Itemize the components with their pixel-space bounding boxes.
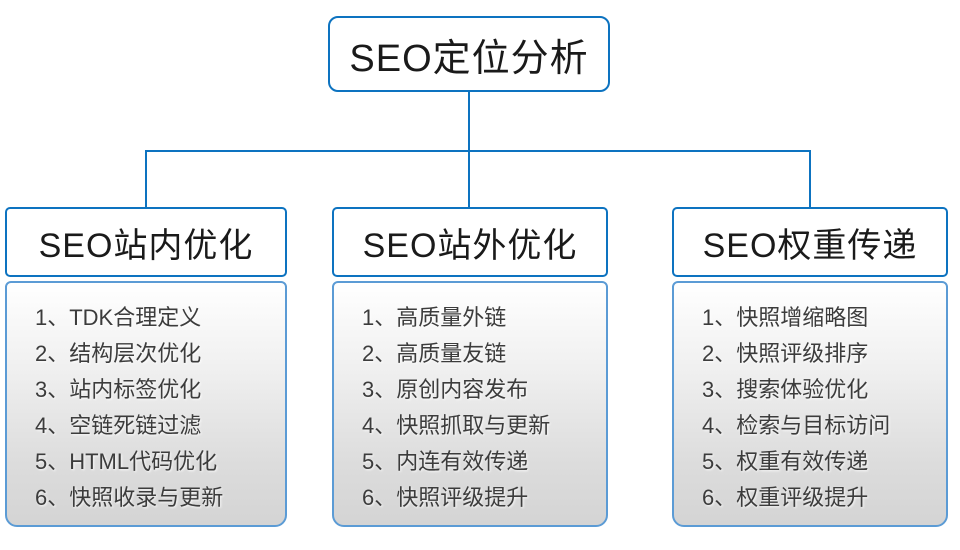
list-item: 2、高质量友链 xyxy=(362,341,507,366)
column-onsite-list: 1、TDK合理定义 2、结构层次优化 3、站内标签优化 4、空链死链过滤 5、H… xyxy=(5,281,287,527)
list-item: 4、检索与目标访问 xyxy=(702,413,891,438)
connector-right-stub xyxy=(809,150,811,207)
root-node: SEO定位分析 xyxy=(328,16,610,92)
list-item: 5、HTML代码优化 xyxy=(35,449,218,474)
column-offsite-title: SEO站外优化 xyxy=(362,226,578,265)
column-offsite-list: 1、高质量外链 2、高质量友链 3、原创内容发布 4、快照抓取与更新 5、内连有… xyxy=(332,281,608,527)
list-item: 6、快照收录与更新 xyxy=(35,485,224,510)
column-onsite: SEO站内优化 1、TDK合理定义 2、结构层次优化 3、站内标签优化 4、空链… xyxy=(5,207,287,527)
list-item: 6、权重评级提升 xyxy=(702,485,869,510)
connector-left-stub xyxy=(145,150,147,207)
list-item: 1、高质量外链 xyxy=(362,305,507,330)
column-weight-header: SEO权重传递 xyxy=(672,207,948,277)
list-item: 1、TDK合理定义 xyxy=(35,305,202,330)
list-item: 6、快照评级提升 xyxy=(362,485,529,510)
column-offsite-header: SEO站外优化 xyxy=(332,207,608,277)
list-item: 4、快照抓取与更新 xyxy=(362,413,551,438)
column-weight-title: SEO权重传递 xyxy=(702,226,918,265)
list-item: 1、快照增缩略图 xyxy=(702,305,869,330)
list-item: 5、权重有效传递 xyxy=(702,449,869,474)
connector-horizontal-bar xyxy=(145,150,811,152)
list-item: 4、空链死链过滤 xyxy=(35,413,202,438)
connector-root-to-middle xyxy=(468,92,470,207)
column-weight-list: 1、快照增缩略图 2、快照评级排序 3、搜索体验优化 4、检索与目标访问 5、权… xyxy=(672,281,948,527)
list-item: 3、站内标签优化 xyxy=(35,377,202,402)
list-item: 2、结构层次优化 xyxy=(35,341,202,366)
column-onsite-header: SEO站内优化 xyxy=(5,207,287,277)
column-offsite: SEO站外优化 1、高质量外链 2、高质量友链 3、原创内容发布 4、快照抓取与… xyxy=(332,207,608,527)
column-weight: SEO权重传递 1、快照增缩略图 2、快照评级排序 3、搜索体验优化 4、检索与… xyxy=(672,207,948,527)
root-title: SEO定位分析 xyxy=(349,37,589,80)
column-onsite-title: SEO站内优化 xyxy=(38,226,254,265)
list-item: 3、原创内容发布 xyxy=(362,377,529,402)
list-item: 3、搜索体验优化 xyxy=(702,377,869,402)
list-item: 5、内连有效传递 xyxy=(362,449,529,474)
list-item: 2、快照评级排序 xyxy=(702,341,869,366)
